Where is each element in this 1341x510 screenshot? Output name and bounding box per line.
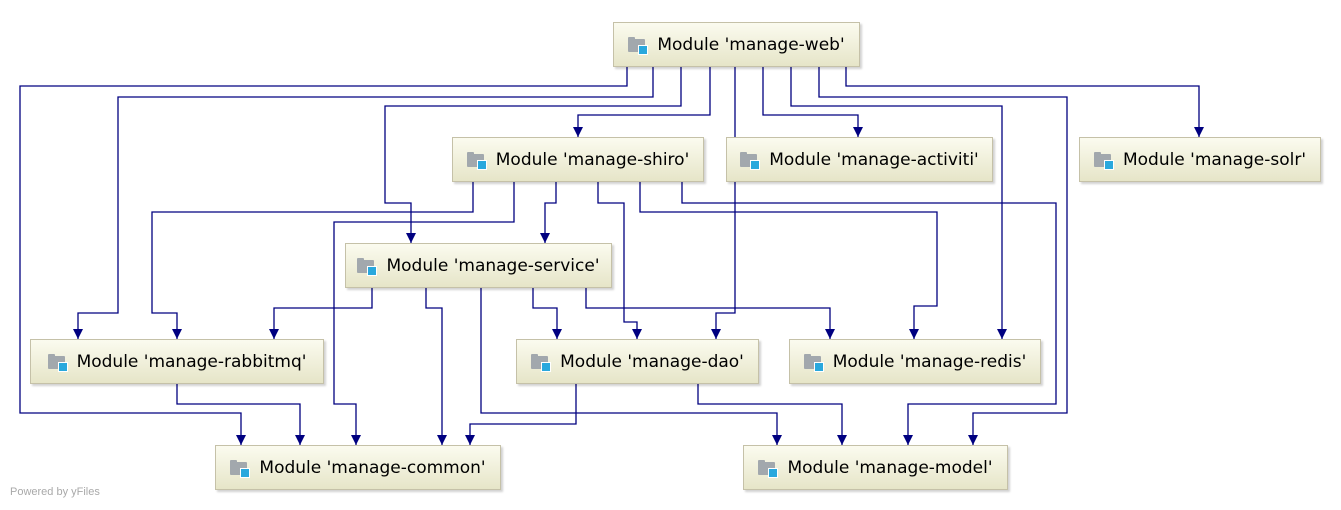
node-manage-solr[interactable]: Module 'manage-solr' (1079, 137, 1321, 182)
module-folder-icon (47, 353, 70, 372)
module-folder-icon (628, 36, 650, 55)
module-folder-icon (803, 353, 826, 372)
module-folder-icon (357, 257, 379, 276)
node-manage-model[interactable]: Module 'manage-model' (743, 445, 1008, 490)
edge-shiro-to-model (681, 182, 1057, 445)
edge-shiro-to-rabbitmq (151, 182, 474, 339)
module-folder-icon (758, 459, 780, 478)
node-label: Module 'manage-web' (657, 34, 845, 55)
node-manage-service[interactable]: Module 'manage-service' (345, 243, 612, 288)
node-manage-rabbitmq[interactable]: Module 'manage-rabbitmq' (30, 339, 324, 384)
edge-web-to-model (818, 67, 1068, 445)
module-folder-icon (230, 459, 252, 478)
edge-web-to-service (384, 67, 682, 243)
node-manage-web[interactable]: Module 'manage-web' (613, 22, 860, 67)
edge-dao-to-model (697, 384, 847, 445)
edge-web-to-redis (790, 67, 1007, 339)
edge-rabbitmq-to-common (176, 384, 305, 445)
node-manage-dao[interactable]: Module 'manage-dao' (516, 339, 759, 384)
module-folder-icon (740, 151, 762, 170)
edge-web-to-shiro (573, 67, 711, 137)
edge-service-to-rabbitmq (269, 288, 373, 339)
node-label: Module 'manage-model' (787, 457, 993, 478)
edge-web-to-common (19, 67, 628, 445)
node-label: Module 'manage-rabbitmq' (76, 351, 307, 372)
node-label: Module 'manage-solr' (1122, 149, 1307, 170)
node-manage-redis[interactable]: Module 'manage-redis' (789, 339, 1041, 384)
module-folder-icon (466, 151, 489, 170)
edge-web-to-rabbitmq (73, 67, 654, 339)
node-label: Module 'manage-common' (259, 457, 486, 478)
edge-web-to-solr (845, 67, 1204, 137)
node-label: Module 'manage-redis' (832, 351, 1027, 372)
edge-web-to-activiti (762, 67, 863, 137)
edge-service-to-common (425, 288, 447, 445)
node-manage-shiro[interactable]: Module 'manage-shiro' (452, 137, 704, 182)
node-label: Module 'manage-service' (386, 255, 600, 276)
edge-service-to-dao (532, 288, 562, 339)
edge-shiro-to-dao (597, 182, 642, 339)
module-folder-icon (531, 353, 553, 372)
edge-web-to-dao (711, 67, 736, 339)
node-label: Module 'manage-dao' (560, 351, 744, 372)
node-manage-common[interactable]: Module 'manage-common' (215, 445, 501, 490)
node-manage-activiti[interactable]: Module 'manage-activiti' (726, 137, 993, 182)
edge-service-to-redis (585, 288, 835, 339)
edge-service-to-model (480, 288, 782, 445)
edge-shiro-to-redis (639, 182, 938, 339)
node-label: Module 'manage-shiro' (495, 149, 690, 170)
module-folder-icon (1093, 151, 1116, 170)
edge-shiro-to-service (540, 182, 557, 243)
watermark: Powered by yFiles (10, 486, 100, 498)
edge-dao-to-common (465, 384, 577, 445)
edge-shiro-to-common (333, 182, 515, 445)
node-label: Module 'manage-activiti' (769, 149, 979, 170)
